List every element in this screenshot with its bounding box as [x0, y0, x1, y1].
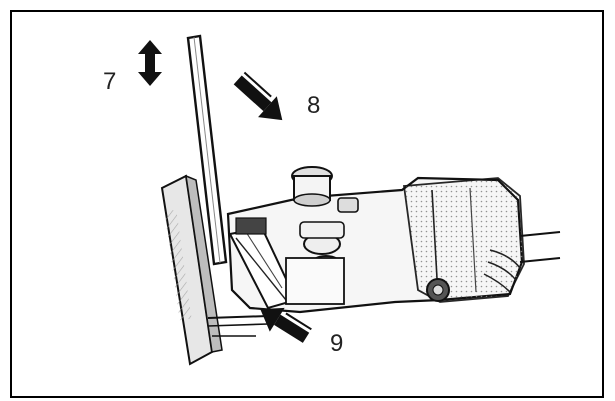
base-plate	[160, 174, 223, 366]
clamp-bracket	[228, 217, 345, 310]
top-knob	[291, 166, 359, 213]
double-headed-arrow-icon	[138, 40, 162, 86]
guide-rails	[207, 315, 269, 337]
label-9: 9	[330, 330, 344, 357]
guide-rod	[186, 34, 228, 266]
arrow-down-right-icon	[233, 71, 283, 121]
arrow-up-left-icon	[260, 307, 312, 343]
label-7: 7	[103, 68, 117, 95]
label-8: 8	[307, 92, 321, 119]
